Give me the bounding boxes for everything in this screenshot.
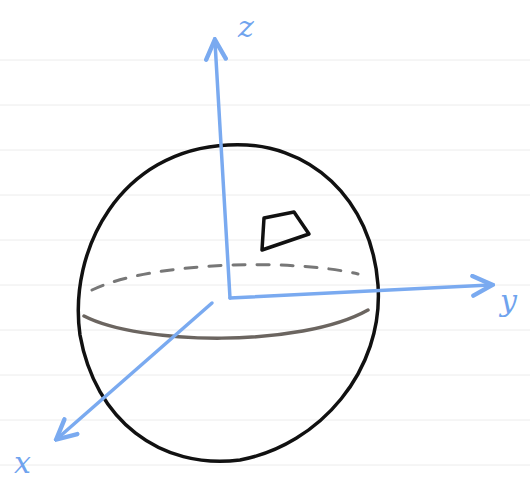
axis-label: x [14, 448, 31, 478]
sphere-outline [78, 145, 378, 462]
x-axis [58, 303, 212, 438]
axis-label: y [500, 286, 517, 316]
equator-front [84, 310, 368, 338]
y-axis [230, 285, 490, 298]
paper-lines [0, 60, 530, 465]
surface-patch [262, 212, 309, 250]
z-axis [215, 42, 230, 298]
axis-label: z [238, 12, 254, 42]
equator-back [92, 265, 358, 290]
